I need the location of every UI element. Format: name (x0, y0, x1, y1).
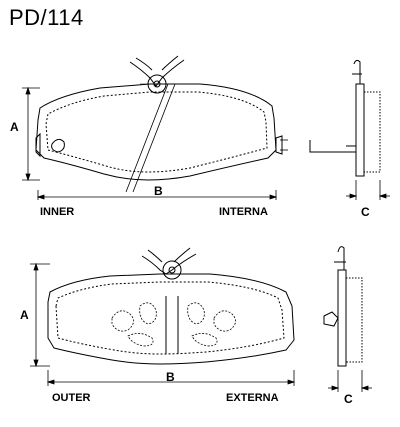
outer-dim-b-label: B (166, 370, 175, 384)
outer-dimension-b-line (46, 370, 296, 386)
inner-dim-a-label: A (10, 120, 19, 134)
inner-right-clip (275, 135, 283, 155)
outer-spring-clip (141, 247, 197, 280)
outer-side-backing-plate (337, 269, 347, 367)
inner-dim-b-label: B (154, 184, 163, 198)
outer-dimension-c-line (328, 370, 372, 392)
inner-dimension-c-line (346, 180, 390, 200)
outer-backing-plate (47, 273, 295, 365)
outer-dim-c-label: C (344, 392, 353, 406)
outer-dim-a-label: A (20, 308, 29, 322)
inner-backing-plate (35, 83, 277, 181)
outer-side-spring (334, 246, 346, 270)
outer-label-es: EXTERNA (226, 392, 279, 404)
outer-shim-pattern (111, 302, 236, 347)
outer-side-clip (323, 311, 339, 327)
outer-side-friction (345, 277, 363, 363)
inner-label-en: INNER (40, 206, 75, 218)
outer-friction-material (55, 281, 285, 355)
inner-side-backing-plate (355, 83, 365, 177)
inner-side-spring (352, 59, 362, 84)
inner-wear-indicator (51, 138, 65, 153)
inner-side-profile (309, 59, 390, 200)
inner-dimension-a-line (22, 86, 40, 182)
inner-side-abutment (309, 140, 356, 153)
inner-section-line (125, 83, 176, 193)
inner-side-friction (363, 91, 381, 173)
part-code-title: PD/114 (9, 5, 84, 30)
outer-pad-view (30, 247, 296, 386)
outer-label-en: OUTER (52, 392, 91, 404)
inner-dimension-b-line (36, 190, 278, 200)
inner-friction-material (45, 91, 268, 173)
outer-side-profile (323, 246, 372, 392)
inner-pad-view (22, 55, 288, 200)
inner-dim-c-label: C (361, 205, 370, 219)
inner-left-clip (35, 132, 41, 158)
inner-label-es: INTERNA (219, 206, 268, 218)
inner-spring-clip (129, 55, 185, 94)
outer-dimension-a-line (30, 262, 50, 368)
